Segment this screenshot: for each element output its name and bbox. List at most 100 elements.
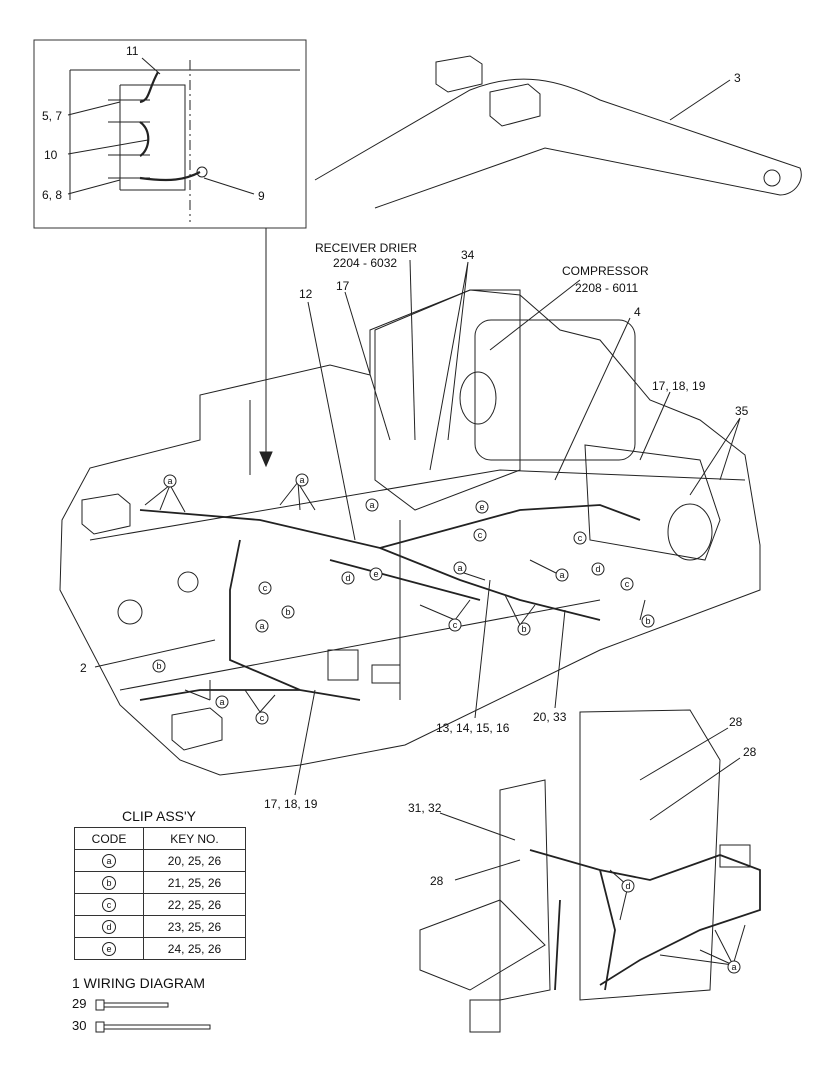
cable-tie-30-head <box>95 1021 105 1033</box>
svg-text:c: c <box>453 620 458 630</box>
code-b: b <box>102 876 116 890</box>
leader-31-32 <box>439 812 516 841</box>
key-numbers: 21, 25, 26 <box>143 871 246 894</box>
code-e: e <box>102 942 116 956</box>
svg-text:c: c <box>478 530 483 540</box>
callout-11: 11 <box>126 44 139 58</box>
table-row: e 24, 25, 26 <box>74 937 246 960</box>
clip-marker-d: d <box>341 571 355 585</box>
leader-compressor <box>489 279 581 351</box>
compressor-part: 2208 - 6011 <box>575 281 639 295</box>
callout-3: 3 <box>734 71 741 85</box>
clip-marker-c: c <box>473 528 487 542</box>
svg-text:a: a <box>259 621 264 631</box>
cable-tie-30 <box>103 1024 211 1030</box>
pump-pulley <box>177 571 199 593</box>
clip-marker-b: b <box>517 622 531 636</box>
callout-17-18-19-top: 17, 18, 19 <box>652 379 706 393</box>
svg-text:a: a <box>167 476 172 486</box>
svg-text:c: c <box>625 579 630 589</box>
compressor-pulley <box>459 371 497 425</box>
callout-28-c: 28 <box>430 874 444 888</box>
clip-marker-c: c <box>448 618 462 632</box>
inset-arrow-head-icon <box>259 451 273 468</box>
key-numbers: 24, 25, 26 <box>143 937 246 960</box>
clip-marker-c: c <box>620 577 634 591</box>
svg-text:e: e <box>373 569 378 579</box>
callout-28-b: 28 <box>743 745 757 759</box>
leader-6-8 <box>67 179 121 195</box>
boom-outline <box>314 78 802 209</box>
leader-2 <box>94 639 216 668</box>
clip-marker-a: a <box>555 568 569 582</box>
key-numbers: 22, 25, 26 <box>143 893 246 916</box>
cable-tie-29 <box>103 1002 169 1008</box>
callout-20-33: 20, 33 <box>533 710 567 724</box>
callout-34: 34 <box>461 248 475 262</box>
battery-cables <box>139 71 201 182</box>
wiring-diagram-label: 1 WIRING DIAGRAM <box>72 975 206 991</box>
callout-12: 12 <box>299 287 313 301</box>
svg-text:d: d <box>595 564 600 574</box>
callout-30: 30 <box>72 1018 87 1033</box>
svg-text:b: b <box>156 661 161 671</box>
table-row: a 20, 25, 26 <box>74 849 246 872</box>
detail-harness <box>529 849 761 991</box>
leader-9 <box>203 177 255 195</box>
leader-20-33 <box>554 609 566 709</box>
cable-end-icon <box>196 166 208 178</box>
column-header-key-no: KEY NO. <box>143 827 246 850</box>
callout-35: 35 <box>735 404 749 418</box>
svg-text:c: c <box>260 713 265 723</box>
leader-35 <box>689 417 741 496</box>
boom-light-left <box>435 55 483 93</box>
receiver-housing <box>374 289 521 511</box>
receiver-drier-part: 2204 - 6032 <box>333 256 398 270</box>
clip-marker-a: a <box>453 561 467 575</box>
leader-detail-d <box>609 869 629 921</box>
clip-marker-b: b <box>281 605 295 619</box>
clip-leader-lines <box>144 481 646 713</box>
leader-28-c <box>454 859 521 881</box>
frame-deck <box>89 400 746 700</box>
leader-13-16 <box>474 579 491 719</box>
clip-marker-e: e <box>369 567 383 581</box>
key-numbers: 20, 25, 26 <box>143 849 246 872</box>
clip-marker-a: a <box>365 498 379 512</box>
callout-17-18-19-bottom: 17, 18, 19 <box>264 797 318 811</box>
clip-table-title: CLIP ASS'Y <box>122 808 197 824</box>
svg-text:a: a <box>219 697 224 707</box>
front-light-left <box>81 493 131 535</box>
boom-light-right <box>489 83 541 127</box>
clip-marker-c: c <box>258 581 272 595</box>
receiver-drier-label: RECEIVER DRIER <box>315 241 418 255</box>
front-pin-icon <box>117 599 143 625</box>
leader-11 <box>141 57 161 75</box>
svg-text:a: a <box>369 500 374 510</box>
leader-4 <box>554 317 631 481</box>
leader-detail-a <box>659 924 746 966</box>
cable-tie-29-head <box>95 999 105 1011</box>
callout-13-16: 13, 14, 15, 16 <box>436 721 510 735</box>
svg-text:b: b <box>521 624 526 634</box>
clip-marker-c: c <box>255 711 269 725</box>
svg-text:d: d <box>345 573 350 583</box>
leader-28-b <box>649 757 741 821</box>
clip-marker-a: a <box>295 473 309 487</box>
svg-text:a: a <box>299 475 304 485</box>
motor-end <box>667 503 713 561</box>
callout-4: 4 <box>634 305 641 319</box>
callout-29: 29 <box>72 996 87 1011</box>
clip-marker-a: a <box>215 695 229 709</box>
callout-17: 17 <box>336 279 350 293</box>
table-header-row: CODE KEY NO. <box>74 827 246 850</box>
svg-text:a: a <box>457 563 462 573</box>
clip-marker-b: b <box>152 659 166 673</box>
leader-12 <box>307 301 356 541</box>
detail-connector <box>719 844 751 868</box>
code-c: c <box>102 898 116 912</box>
callout-28-a: 28 <box>729 715 743 729</box>
frame-outline <box>59 289 761 776</box>
clip-marker-b: b <box>641 614 655 628</box>
